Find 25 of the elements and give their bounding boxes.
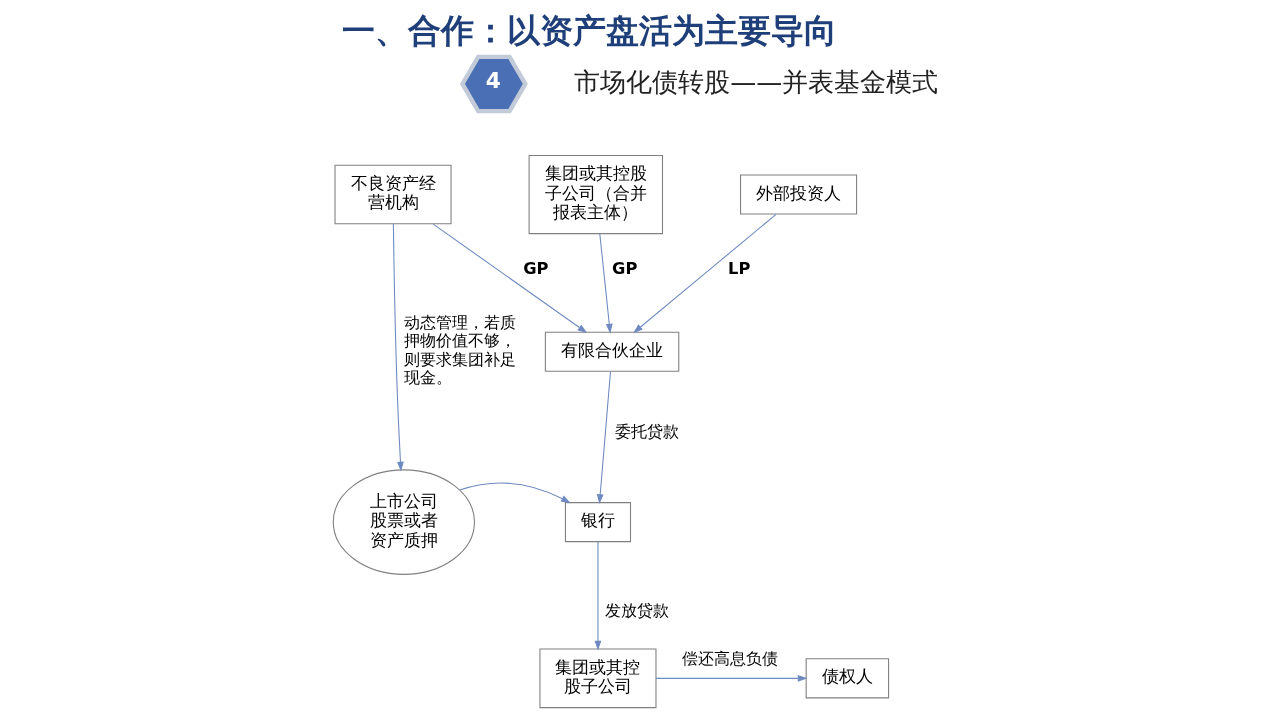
node-box: 债权人 [805, 658, 889, 699]
arrow [458, 482, 571, 504]
arrow [392, 223, 404, 472]
node-box: 外部投资人 [739, 174, 857, 215]
arrow [596, 370, 611, 504]
arrow [432, 223, 587, 334]
arrow [632, 213, 777, 334]
node-box: 集团或其控股子公司 [538, 648, 656, 709]
node-label: 市场化债转股——并表基金模式 [573, 66, 938, 97]
edge-label: 委托贷款 [614, 421, 679, 441]
node-box: 有限合伙企业 [544, 331, 679, 372]
edge-label: GP [522, 259, 548, 279]
edge-label: LP [727, 259, 750, 279]
node-box: 集团或其控股子公司（合并报表主体） [528, 154, 663, 235]
diagram-title: 一、合作：以资产盘活为主要导向 [341, 11, 837, 50]
node-ellipse: 上市公司股票或者资产质押 [332, 469, 475, 575]
arrow [655, 674, 808, 682]
arrow [594, 541, 601, 651]
node-box: 不良资产经营机构 [333, 164, 452, 225]
node-box: 银行 [564, 502, 631, 543]
edge-label: 动态管理，若质押物价值不够，则要求集团补足现金。 [403, 312, 516, 388]
edge-label: 发放贷款 [604, 600, 669, 620]
edge-label: 偿还高息负债 [681, 648, 778, 668]
edge-label: GP [611, 259, 637, 279]
arrow [598, 233, 613, 334]
